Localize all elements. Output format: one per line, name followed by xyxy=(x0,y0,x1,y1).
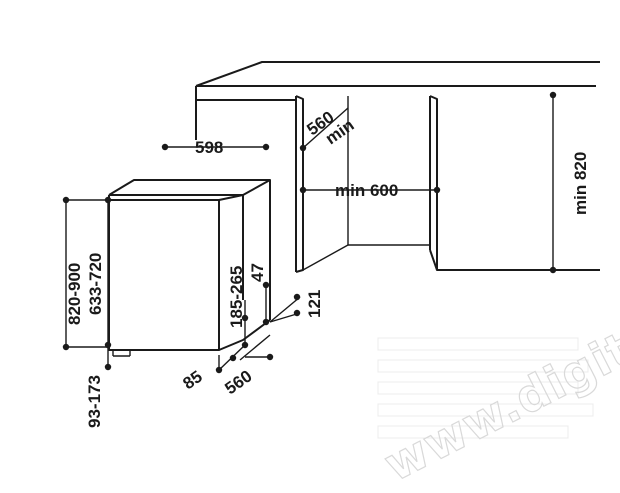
label-height-range: 820-900 xyxy=(65,263,84,325)
label-niche-height: min 820 xyxy=(571,152,590,215)
label-base-560: 560 xyxy=(221,366,255,398)
label-base-85: 85 xyxy=(179,367,205,393)
label-side-121: 121 xyxy=(305,290,324,318)
label-width-598: 598 xyxy=(195,138,223,157)
label-foot-height: 93-173 xyxy=(85,375,104,428)
label-side-47: 47 xyxy=(248,263,267,282)
dishwasher-body xyxy=(108,179,271,357)
label-niche-width: min 600 xyxy=(335,181,398,200)
dimension-lines xyxy=(62,91,557,374)
ghost-background xyxy=(377,337,594,439)
cabinet-niche xyxy=(195,61,600,273)
label-door-height: 633-720 xyxy=(86,253,105,315)
label-side-185: 185-265 xyxy=(227,266,246,328)
